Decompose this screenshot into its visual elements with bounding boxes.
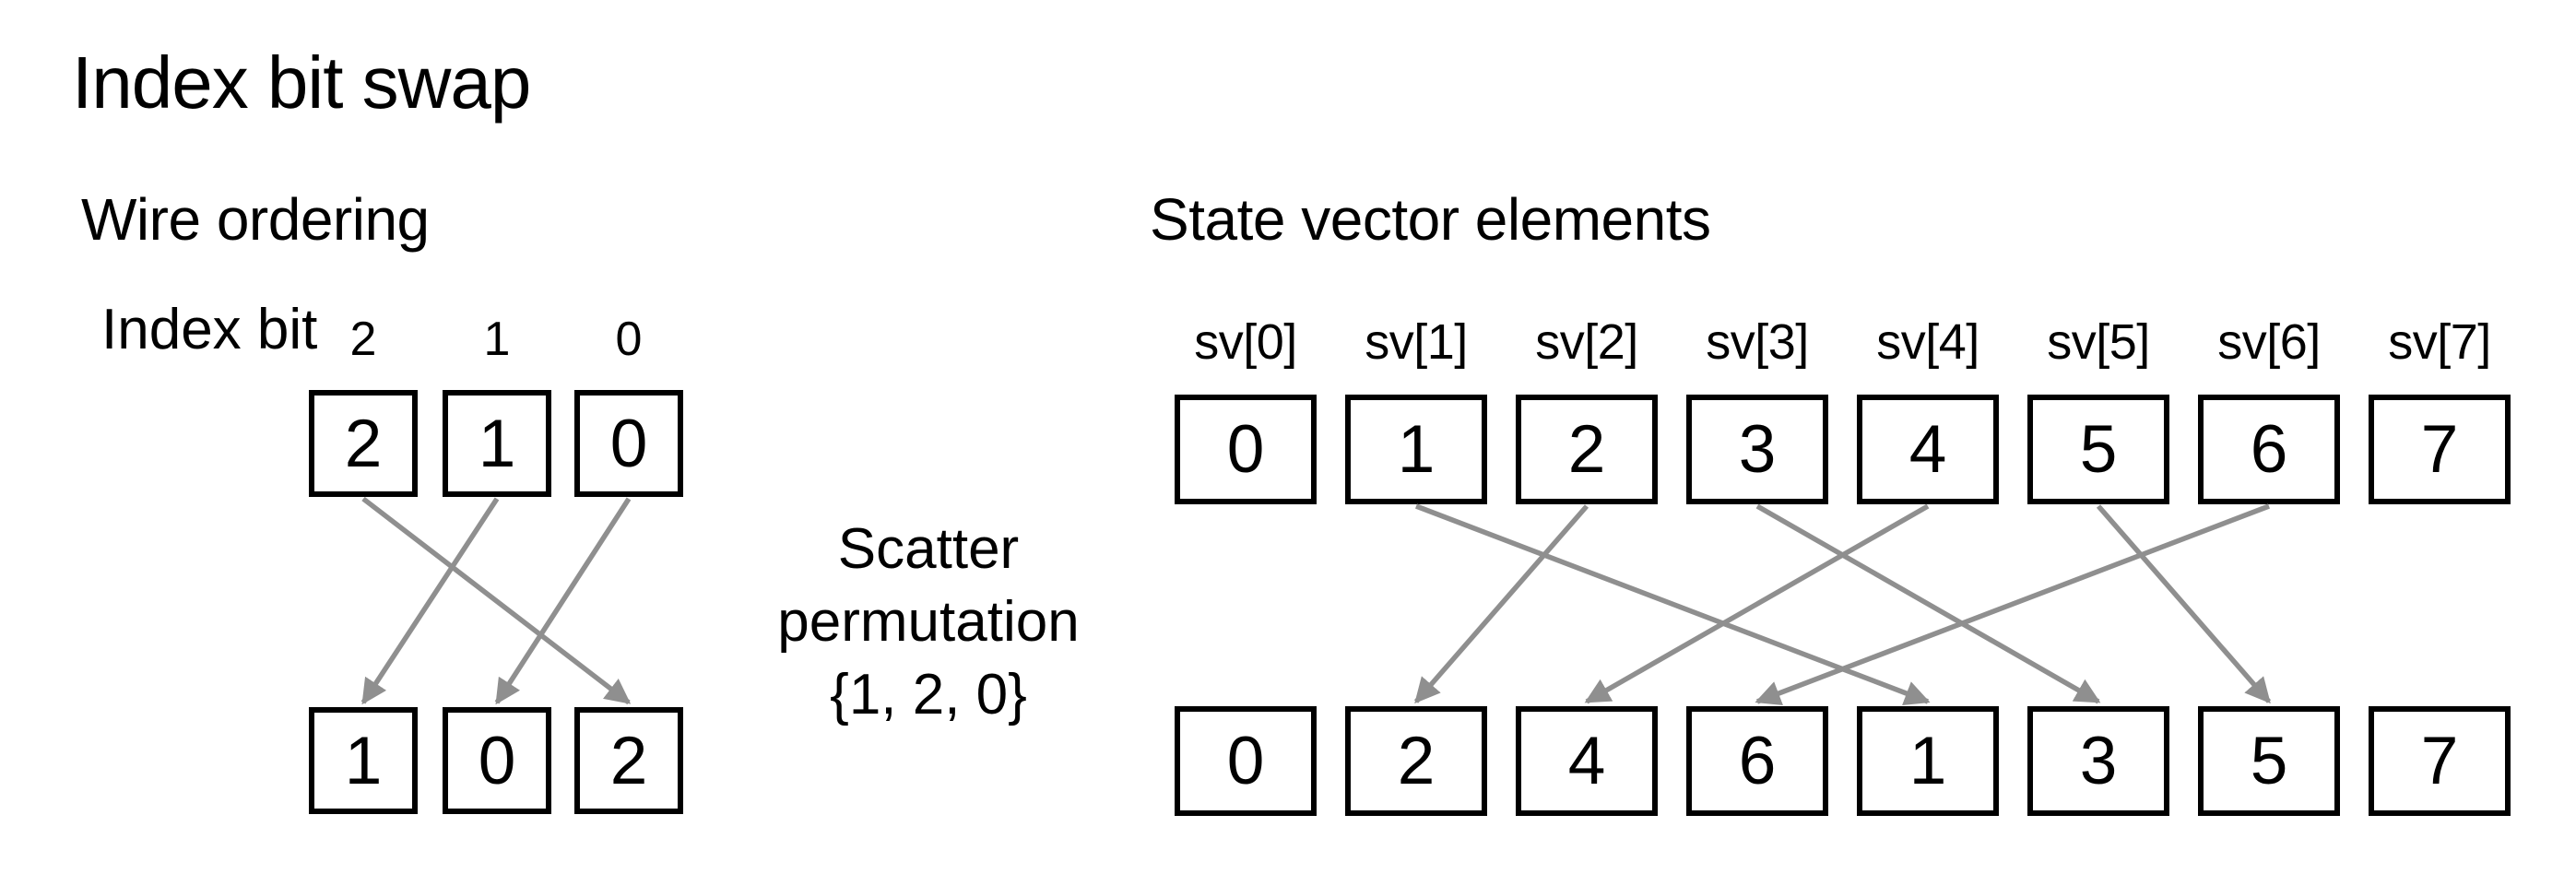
permutation-arrow xyxy=(1413,504,1589,704)
sv-element-label: sv[6] xyxy=(2217,314,2321,370)
sv-element-label: sv[2] xyxy=(1535,314,1638,370)
sv-bottom-box: 6 xyxy=(1686,706,1828,816)
sv-element-label: sv[7] xyxy=(2388,314,2491,370)
permutation-arrow xyxy=(1755,503,2270,706)
sv-top-box: 7 xyxy=(2369,395,2511,504)
scatter-caption-line: {1, 2, 0} xyxy=(830,663,1027,726)
permutation-arrow xyxy=(1415,503,1931,706)
box-value: 2 xyxy=(1567,412,1606,487)
box-value: 0 xyxy=(1226,724,1265,798)
sv-element-label: sv[4] xyxy=(1876,314,1979,370)
permutation-arrow xyxy=(361,496,632,705)
sv-top-box: 6 xyxy=(2198,395,2340,504)
box-value: 0 xyxy=(609,406,648,481)
permutation-arrow xyxy=(1755,503,2101,704)
sv-bottom-box: 1 xyxy=(1857,706,1999,816)
sv-element-label: sv[1] xyxy=(1365,314,1468,370)
box-value: 3 xyxy=(1738,412,1777,487)
page-title: Index bit swap xyxy=(72,41,531,124)
wire-bottom-box: 0 xyxy=(443,707,551,814)
permutation-arrow xyxy=(2096,504,2272,704)
wire-top-box: 0 xyxy=(574,390,683,497)
wire-bottom-box: 1 xyxy=(309,707,418,814)
sv-bottom-box: 2 xyxy=(1345,706,1487,816)
sv-element-label: sv[0] xyxy=(1194,314,1297,370)
sv-top-box: 2 xyxy=(1516,395,1658,504)
box-value: 6 xyxy=(1738,724,1777,798)
box-value: 2 xyxy=(609,723,648,798)
box-value: 0 xyxy=(1226,412,1265,487)
box-value: 1 xyxy=(1397,412,1436,487)
state-vector-heading: State vector elements xyxy=(1150,186,1711,253)
sv-top-box: 0 xyxy=(1175,395,1317,504)
sv-bottom-box: 3 xyxy=(2027,706,2169,816)
permutation-arrow xyxy=(1584,503,1930,704)
sv-top-box: 1 xyxy=(1345,395,1487,504)
permutation-arrow xyxy=(494,497,632,705)
box-value: 2 xyxy=(344,406,383,481)
scatter-permutation-label: Scatter permutation {1, 2, 0} xyxy=(749,513,1108,731)
sv-element-label: sv[3] xyxy=(1706,314,1809,370)
bit-position-label: 1 xyxy=(483,313,511,366)
wire-ordering-heading: Wire ordering xyxy=(81,186,430,253)
wire-top-box: 1 xyxy=(443,390,551,497)
box-value: 5 xyxy=(2079,412,2118,487)
box-value: 3 xyxy=(2079,724,2118,798)
permutation-arrow xyxy=(360,497,500,705)
sv-top-box: 5 xyxy=(2027,395,2169,504)
bit-position-label: 2 xyxy=(349,313,377,366)
scatter-caption-line: permutation xyxy=(777,590,1080,654)
box-value: 7 xyxy=(2420,724,2459,798)
sv-bottom-box: 5 xyxy=(2198,706,2340,816)
index-bit-label: Index bit xyxy=(101,298,318,361)
sv-top-box: 3 xyxy=(1686,395,1828,504)
bit-position-label: 0 xyxy=(615,313,643,366)
sv-top-box: 4 xyxy=(1857,395,1999,504)
box-value: 6 xyxy=(2250,412,2288,487)
wire-bottom-box: 2 xyxy=(574,707,683,814)
box-value: 7 xyxy=(2420,412,2459,487)
box-value: 1 xyxy=(344,723,383,798)
box-value: 4 xyxy=(1567,724,1606,798)
sv-element-label: sv[5] xyxy=(2047,314,2150,370)
sv-bottom-box: 4 xyxy=(1516,706,1658,816)
box-value: 5 xyxy=(2250,724,2288,798)
box-value: 4 xyxy=(1908,412,1947,487)
wire-top-box: 2 xyxy=(309,390,418,497)
box-value: 0 xyxy=(478,723,516,798)
sv-bottom-box: 0 xyxy=(1175,706,1317,816)
scatter-caption-line: Scatter xyxy=(837,517,1020,581)
sv-bottom-box: 7 xyxy=(2369,706,2511,816)
box-value: 1 xyxy=(1908,724,1947,798)
box-value: 2 xyxy=(1397,724,1436,798)
box-value: 1 xyxy=(478,406,516,481)
